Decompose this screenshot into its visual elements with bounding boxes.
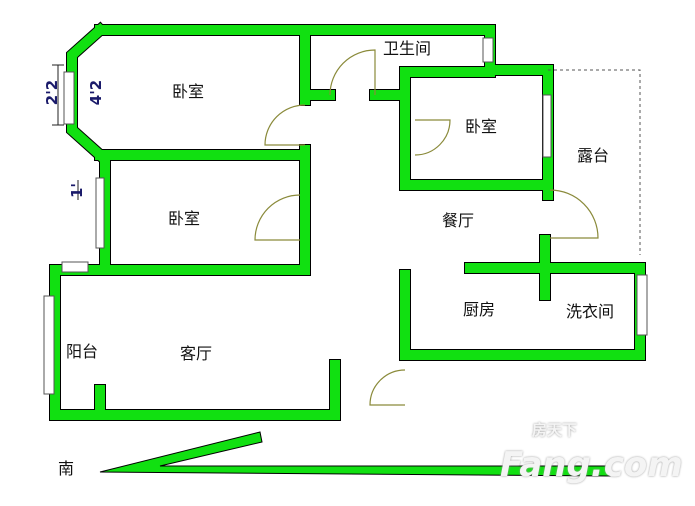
wall-segment — [95, 25, 553, 190]
room-label-laundry: 洗衣间 — [566, 302, 615, 321]
dimension-lines — [52, 64, 79, 200]
wall-segment — [50, 265, 105, 420]
room-label-dining: 餐厅 — [442, 211, 475, 230]
room-label-bedroom: 卧室 — [168, 209, 201, 228]
room-label-living: 客厅 — [180, 344, 213, 363]
wall-segment — [94, 24, 554, 191]
terrace-outline — [548, 69, 641, 255]
windows — [43, 37, 648, 395]
wall-segment — [99, 359, 341, 421]
dimension-small: 1' — [68, 182, 87, 199]
watermark-logo: Fang.com — [500, 445, 683, 485]
doors — [254, 49, 599, 406]
south-arrow — [99, 431, 611, 477]
dimension-outer: 2'2 — [43, 79, 62, 106]
compass-south-label: 南 — [58, 459, 75, 478]
room-label-bedroom: 卧室 — [172, 82, 205, 101]
walls — [49, 21, 646, 421]
room-label-bathroom: 卫生间 — [383, 39, 432, 58]
dimension-inner: 4'2 — [87, 79, 106, 106]
room-label-bedroom: 卧室 — [465, 117, 498, 136]
watermark-cn: 房天下 — [532, 421, 578, 439]
room-label-kitchen: 厨房 — [463, 300, 496, 319]
wall-segment — [100, 360, 340, 420]
room-label-balcony: 阳台 — [66, 342, 99, 361]
room-label-terrace: 露台 — [577, 146, 610, 165]
